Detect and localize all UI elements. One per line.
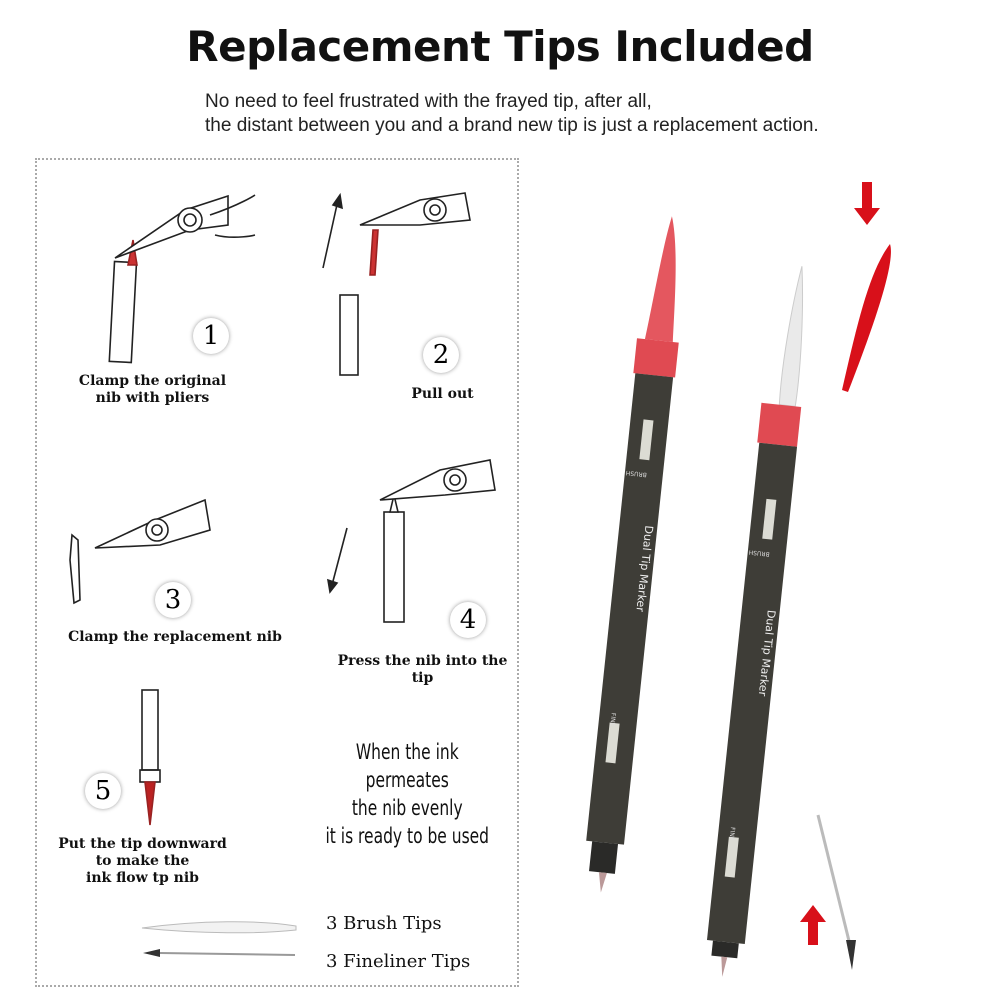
fine-label: FINE	[608, 712, 616, 726]
brush-label: BRUSH	[748, 548, 770, 557]
step-3-illustration	[69, 498, 211, 605]
step-3-caption: Clamp the replacement nib	[68, 629, 282, 645]
replacement-tips-illustration	[141, 921, 297, 957]
step-4-number: 4	[450, 602, 486, 638]
step-2-caption: Pull out	[411, 386, 474, 402]
subtitle: No need to feel frustrated with the fray…	[205, 90, 819, 138]
step-1-caption: Clamp the original nib with pliers	[78, 373, 227, 406]
page-title: Replacement Tips Included	[186, 22, 814, 71]
arrow-down-icon	[854, 182, 880, 225]
marker-pen-1: BRUSH Dual Tip Marker FINE	[586, 216, 679, 893]
step-3-number: 3	[155, 582, 191, 618]
step-5-caption: Put the tip downward to make the ink flo…	[58, 836, 227, 886]
ready-note: When the ink permeates the nib evenly it…	[315, 738, 500, 850]
replacement-fine-tip	[816, 814, 852, 946]
fineliner-tips-label: 3 Fineliner Tips	[326, 951, 471, 972]
brush-label: BRUSH	[626, 469, 648, 478]
instructions-panel	[35, 158, 519, 987]
ready-note-line-1: When the ink permeates	[355, 740, 459, 792]
step-4-caption: Press the nib into the tip	[337, 653, 508, 686]
step-1-illustration	[108, 194, 256, 364]
step-5-number: 5	[85, 773, 121, 809]
step-2-illustration	[322, 192, 471, 376]
subtitle-line-1: No need to feel frustrated with the fray…	[205, 91, 652, 112]
ready-note-line-2: the nib evenly	[351, 796, 463, 820]
step-1-number: 1	[193, 318, 229, 354]
marker-pen-2: BRUSH Dual Tip Marker FINE	[706, 266, 804, 977]
brush-tips-label: 3 Brush Tips	[326, 913, 442, 934]
arrow-up-icon	[800, 905, 826, 945]
ready-note-line-3: it is ready to be used	[325, 824, 490, 848]
step-2-number: 2	[423, 337, 459, 373]
replacement-brush-tip	[842, 244, 891, 392]
subtitle-line-2: the distant between you and a brand new …	[205, 115, 819, 136]
step-5-illustration	[139, 689, 161, 826]
fine-label: FINE	[728, 827, 736, 841]
step-4-illustration	[326, 459, 496, 623]
